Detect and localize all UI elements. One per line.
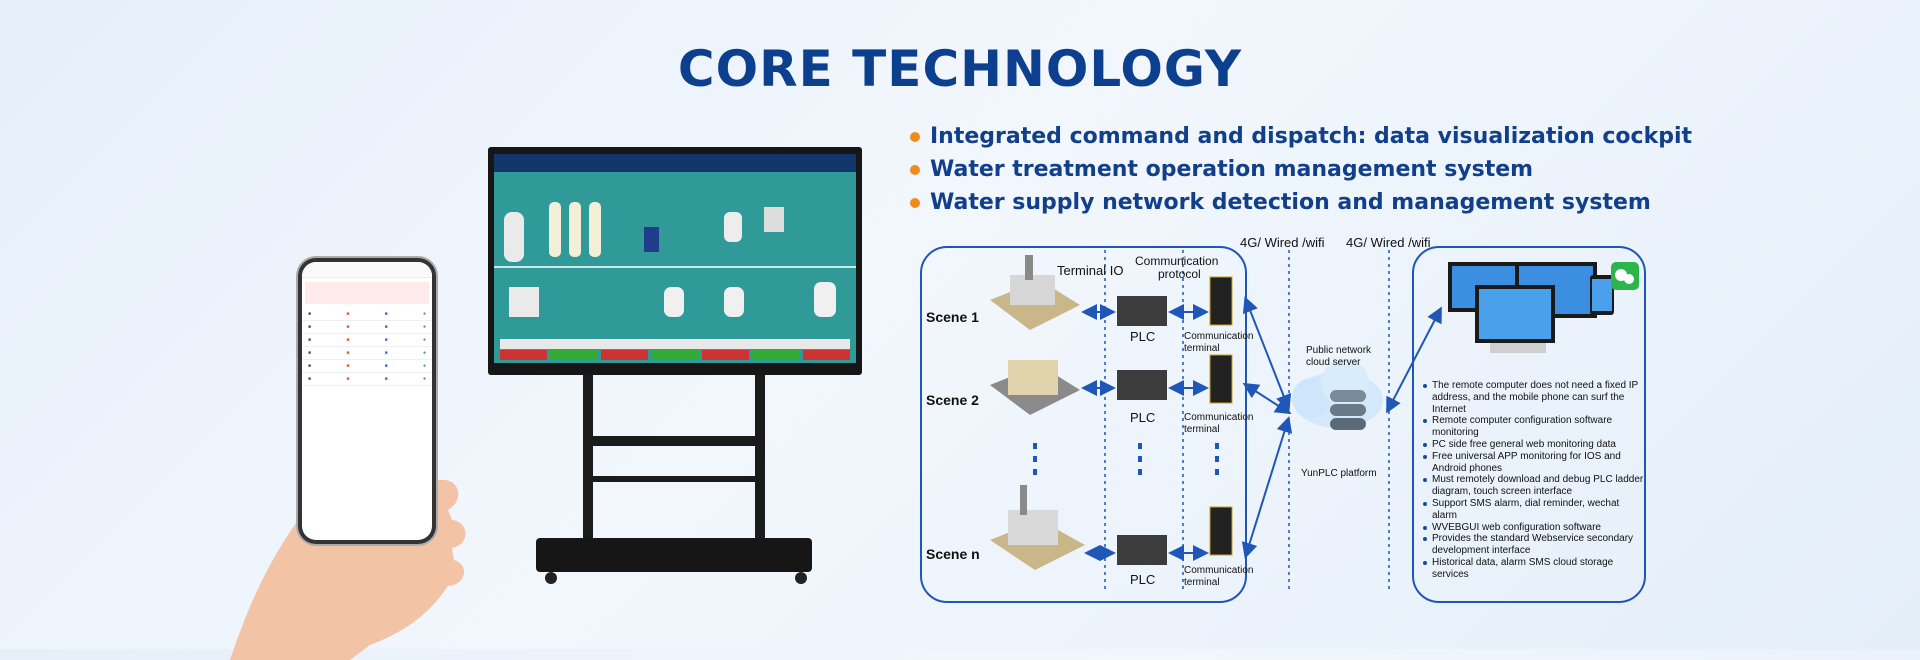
feature-item: Integrated command and dispatch: data vi… bbox=[910, 120, 1692, 153]
public-network-label: Public network bbox=[1306, 345, 1372, 356]
list-item: Historical data, alarm SMS cloud storage… bbox=[1422, 557, 1644, 581]
plc-label: PLC bbox=[1130, 572, 1155, 587]
comm-protocol-label: Communication bbox=[1135, 254, 1218, 268]
list-item: Support SMS alarm, dial reminder, wechat… bbox=[1422, 498, 1644, 522]
phone-screen: ■■■● ■■■● ■■■● ■■■● ■■■● ■■■● bbox=[302, 262, 432, 540]
list-item: WVEBGUI web configuration software bbox=[1422, 522, 1644, 534]
public-network-label: cloud server bbox=[1306, 357, 1361, 368]
comm-protocol-label: protocol bbox=[1158, 267, 1201, 281]
phone-row: ■■■● bbox=[302, 360, 432, 373]
list-item: Must remotely download and debug PLC lad… bbox=[1422, 474, 1644, 498]
network-label: 4G/ Wired /wifi bbox=[1240, 235, 1325, 250]
list-item: Free universal APP monitoring for IOS an… bbox=[1422, 451, 1644, 475]
bullet-dot-icon bbox=[910, 198, 920, 208]
plc-label: PLC bbox=[1130, 410, 1155, 425]
phone-row: ■■■● bbox=[302, 334, 432, 347]
phone-row: ■■■● bbox=[302, 321, 432, 334]
scene-row: Scene 1 PLC Communication terminal bbox=[926, 255, 1253, 354]
cloud-server-icon bbox=[1292, 359, 1383, 430]
scene-label: Scene 1 bbox=[926, 309, 979, 325]
terminal-label: terminal bbox=[1184, 577, 1220, 588]
scada-process-graphic bbox=[494, 202, 856, 317]
terminal-label: terminal bbox=[1184, 343, 1220, 354]
platform-label: YunPLC platform bbox=[1301, 468, 1377, 479]
monitor-screen-header bbox=[494, 154, 856, 172]
phone-header bbox=[302, 262, 432, 278]
terminal-label: Communication bbox=[1184, 565, 1253, 576]
stand-crossbar bbox=[583, 436, 765, 446]
terminal-label: Communication bbox=[1184, 412, 1253, 423]
stand-base bbox=[536, 538, 812, 572]
platform-feature-list: The remote computer does not need a fixe… bbox=[1422, 380, 1644, 581]
bullet-dot-icon bbox=[910, 132, 920, 142]
smartphone: ■■■● ■■■● ■■■● ■■■● ■■■● ■■■● bbox=[298, 258, 436, 544]
feature-item: Water supply network detection and manag… bbox=[910, 186, 1692, 219]
scene-label: Scene n bbox=[926, 546, 980, 562]
bullet-dot-icon bbox=[910, 165, 920, 175]
clients-frame bbox=[1412, 246, 1646, 603]
list-item: The remote computer does not need a fixe… bbox=[1422, 380, 1644, 415]
phone-row: ■■■● bbox=[302, 347, 432, 360]
stand-post bbox=[755, 375, 765, 545]
list-item: Provides the standard Webservice seconda… bbox=[1422, 533, 1644, 557]
wheel-icon bbox=[545, 572, 557, 584]
monitor-screen bbox=[494, 154, 856, 363]
phone-row: ■■■● bbox=[302, 308, 432, 321]
scene-row: Scene n PLC Communication terminal bbox=[926, 485, 1253, 588]
client-devices-icon bbox=[1448, 262, 1639, 353]
scene-row: Scene 2 PLC Communication terminal bbox=[926, 354, 1253, 435]
terminal-io-label: Terminal IO bbox=[1057, 263, 1123, 278]
terminal-label: Communication bbox=[1184, 331, 1253, 342]
feature-list: Integrated command and dispatch: data vi… bbox=[910, 120, 1692, 219]
terminal-label: terminal bbox=[1184, 424, 1220, 435]
list-item: Remote computer configuration software m… bbox=[1422, 415, 1644, 439]
network-label: 4G/ Wired /wifi bbox=[1346, 235, 1431, 250]
list-item: PC side free general web monitoring data bbox=[1422, 439, 1644, 451]
stand-crossbar bbox=[583, 476, 765, 482]
feature-item: Water treatment operation management sys… bbox=[910, 153, 1692, 186]
phone-row: ■■■● bbox=[302, 373, 432, 386]
plc-label: PLC bbox=[1130, 329, 1155, 344]
phone-alert-band bbox=[305, 282, 429, 304]
monitor-status-bar bbox=[500, 339, 850, 349]
stand-post bbox=[583, 375, 593, 545]
monitor-button-bar bbox=[500, 350, 850, 360]
page-title: CORE TECHNOLOGY bbox=[677, 40, 1243, 98]
scene-label: Scene 2 bbox=[926, 392, 979, 408]
touchscreen-monitor bbox=[488, 147, 862, 375]
wheel-icon bbox=[795, 572, 807, 584]
